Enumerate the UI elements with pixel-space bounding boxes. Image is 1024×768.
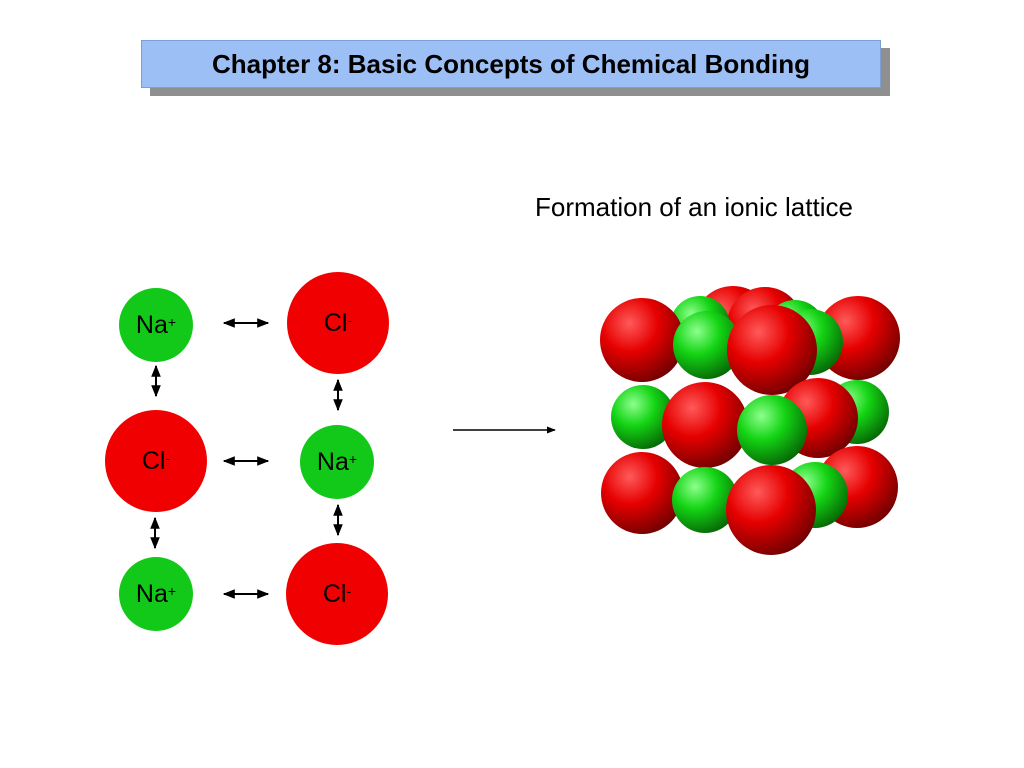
ion-charge: - xyxy=(165,450,171,466)
sodium-sphere xyxy=(825,380,889,444)
chloride-sphere xyxy=(816,296,900,380)
sodium-sphere xyxy=(777,309,843,375)
chloride-ion: Cl- xyxy=(105,410,207,512)
chloride-sphere xyxy=(601,452,683,534)
ion-charge: + xyxy=(167,314,177,330)
ion-symbol: Cl xyxy=(322,579,347,608)
sodium-sphere xyxy=(672,467,738,533)
ion-charge: - xyxy=(346,583,352,599)
ion-symbol: Na xyxy=(135,579,168,608)
title-banner: Chapter 8: Basic Concepts of Chemical Bo… xyxy=(141,40,881,88)
chloride-sphere xyxy=(727,305,817,395)
sodium-sphere xyxy=(611,385,675,449)
ion-symbol: Na xyxy=(135,310,168,339)
sodium-sphere xyxy=(765,300,825,360)
slide-title: Chapter 8: Basic Concepts of Chemical Bo… xyxy=(211,48,811,79)
ion-charge: + xyxy=(167,583,177,599)
chloride-sphere xyxy=(816,446,898,528)
lattice-caption: Formation of an ionic lattice xyxy=(535,192,853,222)
sodium-sphere xyxy=(670,296,730,356)
chloride-sphere xyxy=(693,286,773,366)
chloride-ion: Cl- xyxy=(286,543,388,645)
ion-charge: + xyxy=(348,451,358,467)
sodium-sphere xyxy=(673,311,741,379)
ion-symbol: Na xyxy=(316,447,349,476)
chloride-sphere xyxy=(727,287,803,363)
ion-charge: - xyxy=(347,312,353,328)
chloride-sphere xyxy=(662,382,748,468)
sodium-ion: Na+ xyxy=(119,557,193,631)
sodium-ion: Na+ xyxy=(119,288,193,362)
sodium-ion: Na+ xyxy=(300,425,374,499)
chloride-sphere xyxy=(726,465,816,555)
chloride-ion: Cl- xyxy=(287,272,389,374)
chloride-sphere xyxy=(778,378,858,458)
chloride-sphere xyxy=(600,298,684,382)
sodium-sphere xyxy=(737,395,807,465)
sodium-sphere xyxy=(782,462,848,528)
ion-symbol: Cl xyxy=(323,308,348,337)
ion-symbol: Cl xyxy=(141,446,166,475)
